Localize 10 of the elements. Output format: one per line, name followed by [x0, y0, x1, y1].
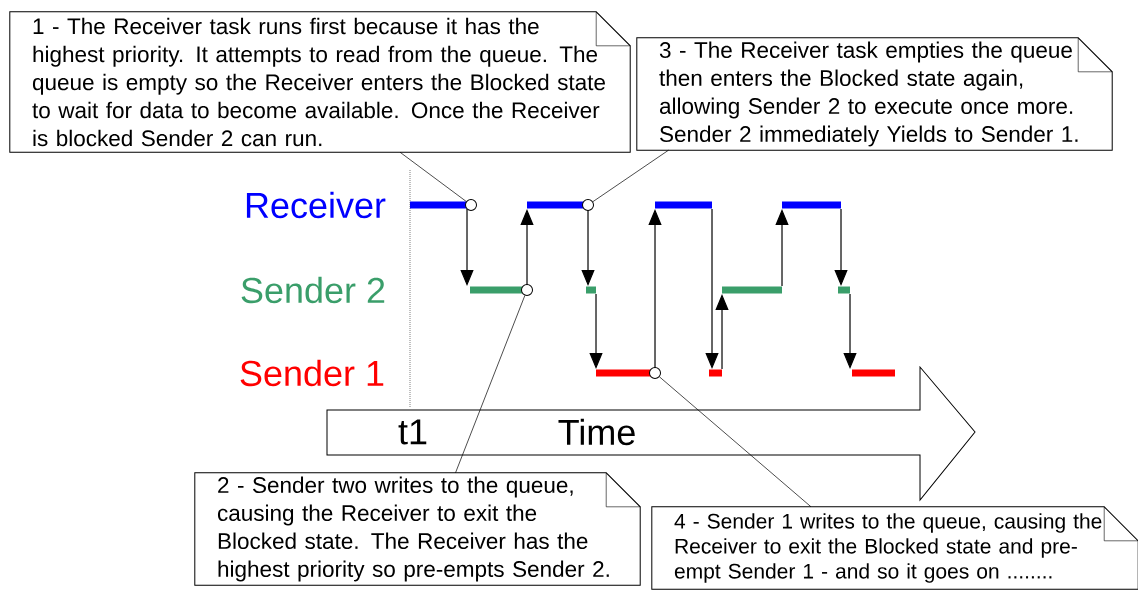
note-box: 3 - The Receiver task empties the queue then enters the Blocked state again, allowing Sender 2 to execute once more. Sender 2 immediately Yields to Sender 1. [636, 37, 1113, 151]
note-box: 1 - The Receiver task runs first because it has the highest priority. It attempts to read from the queue. The queue is empty so the Receiver enters the Blocked state to wait for data to become available. Once the Receiver is blocked Sender 2 can run. [9, 11, 631, 153]
leader-line [659, 376, 812, 508]
note-box: 2 - Sender two writes to the queue, causing the Receiver to exit the Blocked state. The Receiver has the highest priority so pre-empts Sender 2. [194, 472, 641, 586]
leader-line [455, 295, 526, 474]
note-box: 4 - Sender 1 writes to the queue, causing the Receiver to exit the Blocked state and pre-empt Sender 1 - and so it goes on ........ [651, 506, 1138, 590]
task-label: Sender 2 [241, 276, 385, 304]
task-label: Receiver [246, 191, 386, 219]
leader-line [592, 149, 669, 202]
leader-line [399, 151, 467, 202]
